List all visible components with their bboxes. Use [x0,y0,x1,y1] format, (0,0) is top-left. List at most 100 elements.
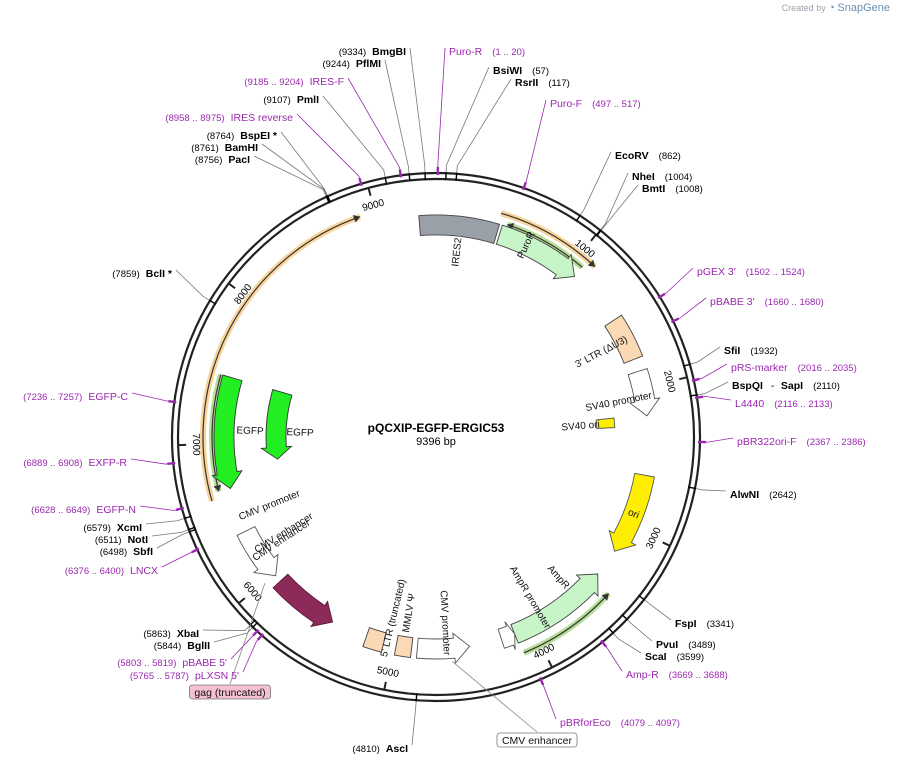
primer-label-pgex-3: pGEX 3'(1502 .. 1524) [697,266,805,278]
primer-name-lncx: LNCX [130,565,158,577]
enzyme-coord-asci: (4810) [352,744,379,755]
primer-mark-exfp-r [167,461,176,466]
enzyme-label-noti: NotI(6511) [95,534,148,546]
enzyme-coord-bsiwi: (57) [532,66,549,77]
enzyme-line-bcli [175,269,210,301]
enzyme-name-bmgbi: BmgBI [372,46,406,58]
enzyme-label-asci: AscI(4810) [352,743,408,755]
enzyme-mark-ecorv [575,214,582,222]
primer-label-pbabe-3: pBABE 3'(1660 .. 1680) [710,296,824,308]
enzyme-mark-pvui [621,613,629,621]
enzyme-coord-bspei: (8764) [207,131,234,142]
enzyme-name-bmti: BmtI [642,183,665,195]
enzyme-mark-bmti [595,229,602,237]
feature-puror-0 [495,224,575,280]
callout-box-gag-truncated [188,684,272,700]
primer-mark-ires-f [398,169,403,178]
enzyme-coord-paci: (8756) [195,155,222,166]
primer-coord-egfp-c: (7236 .. 7257) [23,392,82,403]
primer-coord-ires-reverse: (8958 .. 8975) [165,113,224,124]
primer-line-puro-r [437,47,446,173]
primer-coord-puro-r: (1 .. 20) [492,47,525,58]
primer-name-egfp-c: EGFP-C [88,391,128,403]
enzyme-mark-pflmi [408,173,411,182]
primer-coord-plxsn-5: (5765 .. 5787) [130,671,189,682]
enzyme-coord-pvui: (3489) [688,640,715,651]
primer-mark-egfp-c [168,399,177,404]
primer-label-puro-f: Puro-F(497 .. 517) [550,98,641,110]
feature-label-egfp-13: EGFP [236,425,264,437]
enzyme-label-pflmi: PflMI(9244) [322,58,381,70]
enzyme-mark-bamhi [326,195,331,204]
primer-coord-pgex-3: (1502 .. 1524) [746,267,805,278]
enzyme-label-bspqi: BspQI [732,380,763,392]
enzyme-name-scai: ScaI [645,651,667,663]
tick-3000 [662,541,671,547]
primer-line-ires-reverse [296,113,362,183]
enzyme-line-pmli [322,95,386,178]
feature-5-ltr-truncated-10 [362,627,387,653]
primer-mark-lncx [191,547,200,554]
primer-mark-egfp-n [175,506,185,512]
enzyme-name-pmli: PmlI [297,94,319,106]
site-lines [130,47,734,746]
primer-name-ires-reverse: IRES reverse [231,112,294,124]
primer-coord-pbabe-3: (1660 .. 1680) [765,297,824,308]
primer-name-pbrforeco: pBRforEco [560,717,611,729]
enzyme-label-sbfi: SbfI(6498) [100,546,153,558]
enzyme-label-rsrii: RsrII(117) [515,77,570,89]
outer-arc-head-4 [601,593,609,601]
enzyme-label-pmli: PmlI(9107) [263,94,319,106]
enzyme-mark-paci [325,195,330,204]
callout-box-cmv-enhancer [496,732,578,748]
enzyme-line-ecorv [580,151,612,216]
brand-name: SnapGene [837,2,890,14]
enzyme-line-bsiwi [445,66,490,173]
primer-label-pbr322ori-f: pBR322ori-F(2367 .. 2386) [737,436,866,448]
enzyme-name-bglii: BglII [187,640,210,652]
plasmid-center-label: pQCXIP-EGFP-ERGIC53 9396 bp [368,421,505,448]
enzyme-label-xbai: XbaI(5863) [143,628,199,640]
enzyme-name-alwni: AlwNI [730,489,759,501]
tick-label-9000: 9000 [361,198,386,215]
enzyme-mark-sfii [682,363,691,367]
enzyme-line-alwni [695,488,727,492]
enzyme-label-pvui: PvuI(3489) [656,639,716,651]
enzyme-label-bsiwi: BsiWI(57) [493,65,549,77]
tick-5000 [383,681,387,690]
tick-label-2000: 2000 [661,370,677,395]
feature-egfp-13 [211,374,243,490]
enzyme-name-nhei: NheI [632,171,655,183]
primer-mark-plxsn-5 [256,633,264,641]
feature-label-ires2-1: IRES2 [450,237,464,267]
enzyme-coord-scai: (3599) [677,652,704,663]
primer-name-prs-marker: pRS-marker [731,362,788,374]
enzyme-line-bspei [280,131,328,196]
primer-mark-pgex-3 [657,292,666,300]
enzyme-mark-bcli [208,299,217,305]
feature-cmv-promoter-8 [415,632,471,665]
enzyme-name-bamhi: BamHI [225,142,258,154]
primer-label-egfp-n: EGFP-N(6628 .. 6649) [31,504,136,516]
enzyme-mark-fspi [638,594,646,601]
enzyme-line-paci [253,155,327,197]
primer-name-egfp-n: EGFP-N [96,504,136,516]
enzyme-mark-xcmi [183,515,192,520]
outer-feature-arcs [200,210,611,656]
feature-ori-5 [608,472,655,552]
enzyme-coord-bcli: (7859) [112,269,139,280]
inner-label-cmv-promoter-0: CMV promoter [237,488,302,523]
primer-name-pbabe-5: pBABE 5' [182,657,227,669]
primer-line-egfp-n [139,505,181,511]
sapi-prefix: - [771,380,775,392]
enzyme-label-paci: PacI(8756) [195,154,250,166]
tick-label-7000: 7000 [190,433,202,456]
outer-arc-1 [507,224,583,268]
primer-line-prs-marker [694,363,728,381]
primer-label-plxsn-5: pLXSN 5'(5765 .. 5787) [130,670,239,682]
created-by-text: Created by [781,3,826,13]
primer-label-prs-marker: pRS-marker(2016 .. 2035) [731,362,857,374]
enzyme-mark-asci [415,693,418,702]
enzyme-coord-xbai: (5863) [143,629,170,640]
outer-arc-head-1 [507,222,515,231]
